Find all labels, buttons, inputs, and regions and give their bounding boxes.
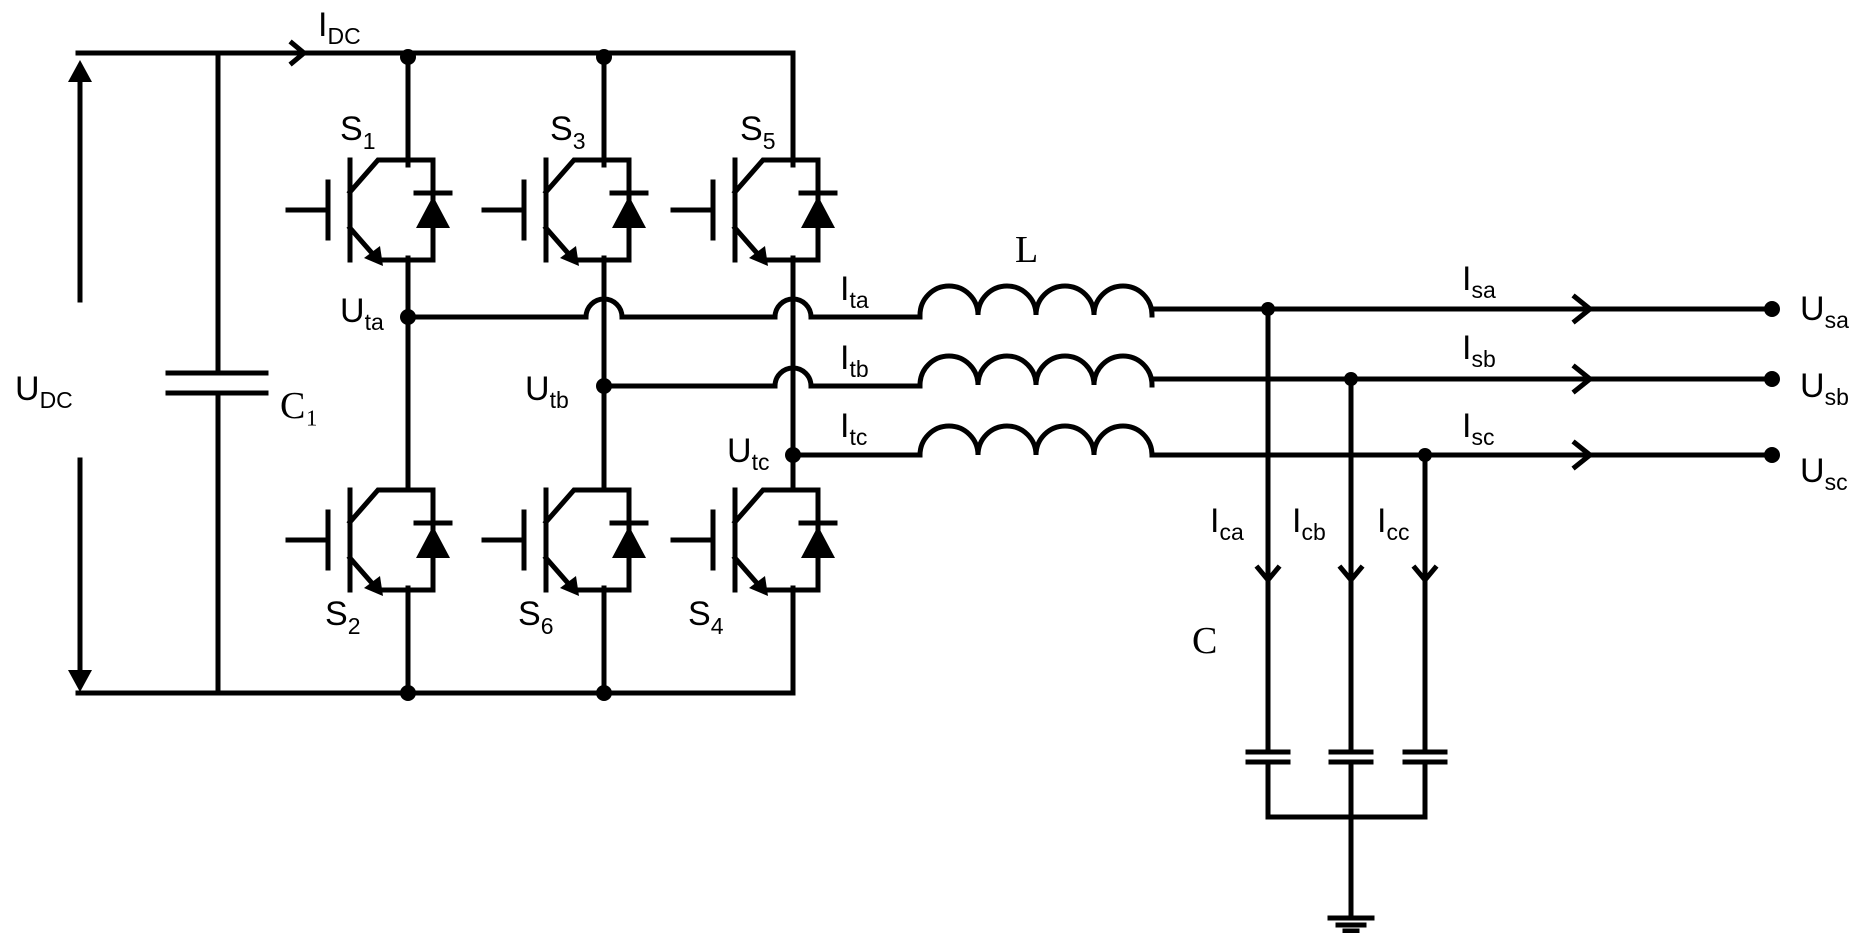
inductors-l: [917, 283, 1155, 458]
ica-arrow: [1254, 564, 1282, 584]
phase-leg-wiring: [405, 53, 796, 693]
label-isc: Isc: [1462, 407, 1494, 450]
label-ica: Ica: [1210, 502, 1244, 545]
icb-arrow: [1337, 564, 1365, 584]
label-c1: C₁: [280, 385, 319, 427]
label-utb: Utb: [525, 370, 569, 413]
label-usc: Usc: [1800, 452, 1848, 495]
icc-arrow: [1411, 564, 1439, 584]
label-c: C: [1192, 620, 1217, 662]
switch-s3: [484, 160, 646, 266]
label-ita: Ita: [840, 270, 869, 313]
switch-s4: [673, 490, 835, 596]
label-s1: S1: [340, 110, 375, 154]
label-itb: Itb: [840, 339, 869, 382]
text-labels: IDC UDC C₁ S1 S3 S5 S2 S6 S4 Uta Utb Utc…: [15, 6, 1849, 662]
label-usb: Usb: [1800, 367, 1849, 410]
dc-bus: [75, 39, 796, 696]
label-icb: Icb: [1292, 502, 1326, 545]
switch-s5: [673, 160, 835, 266]
grid-lines: [1149, 293, 1775, 471]
ac-output-lines: [405, 296, 923, 458]
label-udc: UDC: [15, 370, 73, 413]
label-usa: Usa: [1800, 290, 1849, 333]
ground-icon: [1327, 814, 1375, 933]
label-idc: IDC: [318, 6, 361, 49]
switch-s6: [484, 490, 646, 596]
isb-arrow: [1571, 363, 1595, 395]
capacitor-c1: [165, 53, 269, 693]
label-s4: S4: [688, 595, 724, 639]
label-l: L: [1015, 229, 1038, 271]
label-icc: Icc: [1377, 502, 1409, 545]
isc-arrow: [1571, 439, 1595, 471]
label-uta: Uta: [340, 292, 384, 335]
label-s3: S3: [550, 110, 585, 154]
label-s5: S5: [740, 110, 775, 154]
junction-dots: [400, 49, 1780, 701]
label-isb: Isb: [1462, 329, 1496, 372]
isa-arrow: [1571, 293, 1595, 325]
idc-arrow: [288, 39, 308, 67]
label-itc: Itc: [840, 407, 867, 450]
switch-s2: [288, 490, 450, 596]
switch-s1: [288, 160, 450, 266]
udc-voltage-arrow: [68, 60, 92, 692]
label-utc: Utc: [727, 432, 769, 475]
label-isa: Isa: [1462, 260, 1496, 303]
filter-capacitors: [1245, 306, 1448, 820]
label-s6: S6: [518, 595, 553, 639]
label-s2: S2: [325, 595, 360, 639]
